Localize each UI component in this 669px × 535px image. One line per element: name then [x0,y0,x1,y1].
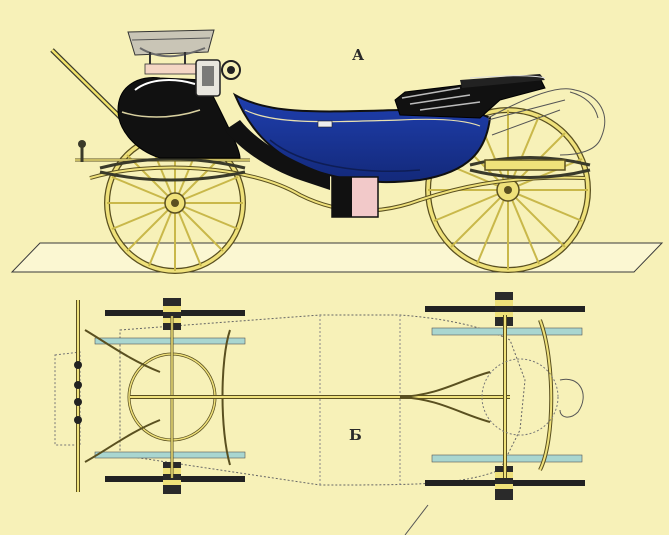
pen-stroke [404,504,429,535]
folded-hood [394,74,546,119]
lamp [195,59,241,97]
plan-view [54,292,585,500]
side-view-label: А [352,46,365,64]
canopy [127,29,215,75]
side-view [10,29,664,274]
plan-view-label: Б [349,426,362,444]
door-handle [317,120,333,128]
